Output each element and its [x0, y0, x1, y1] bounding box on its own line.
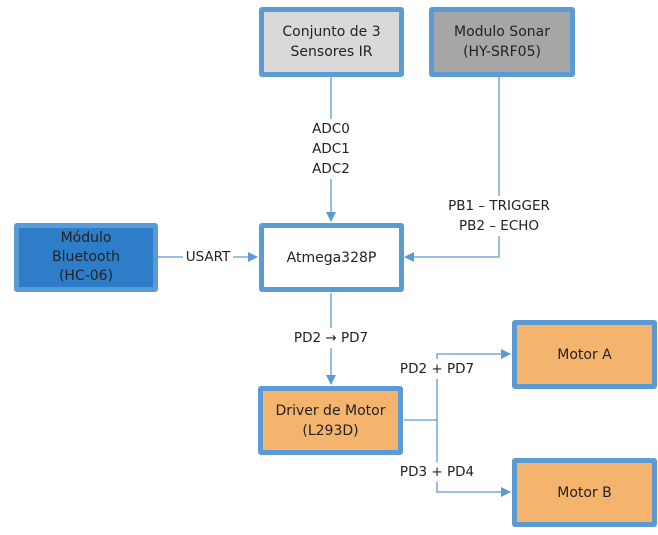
ir-line-2: Sensores IR: [290, 44, 373, 60]
sonar-module-block: Modulo Sonar (HY-SRF05): [429, 7, 575, 77]
bluetooth-line-1: Módulo: [60, 230, 112, 246]
atmega-mcu-block: Atmega328P: [259, 223, 404, 292]
motor-b-pins-label: PD3 + PD4: [397, 462, 477, 482]
mcu-driver-label: PD2 → PD7: [286, 328, 376, 348]
wire-driver-motor-a: [436, 349, 511, 420]
ir-sensors-block: Conjunto de 3 Sensores IR: [259, 7, 404, 77]
motor-b-block: Motor B: [512, 458, 657, 527]
trigger-label: PB1 – TRIGGER: [448, 198, 550, 214]
driver-line-1: Driver de Motor: [275, 402, 386, 419]
adc0-label: ADC0: [312, 121, 350, 137]
sonar-pins-label: PB1 – TRIGGER PB2 – ECHO: [436, 196, 562, 236]
motor-b-label: Motor B: [557, 484, 612, 501]
driver-line-2: (L293D): [302, 422, 359, 439]
motor-a-block: Motor A: [512, 320, 657, 389]
motor-a-pins-label: PD2 + PD7: [397, 359, 477, 379]
echo-label: PB2 – ECHO: [458, 218, 540, 234]
bluetooth-line-2: Bluetooth: [52, 249, 120, 265]
motor-driver-block: Driver de Motor (L293D): [258, 386, 403, 455]
adc2-label: ADC2: [312, 161, 350, 177]
bluetooth-line-3: (HC-06): [58, 268, 114, 284]
bluetooth-module-block: Módulo Bluetooth (HC-06): [14, 223, 158, 292]
mcu-label: Atmega328P: [286, 249, 377, 266]
ir-line-1: Conjunto de 3: [282, 24, 381, 40]
motor-a-label: Motor A: [557, 346, 612, 363]
wire-sonar-mcu: [404, 69, 504, 262]
wire-driver-motor-b: [436, 420, 511, 497]
sonar-line-2: (HY-SRF05): [463, 44, 541, 60]
usart-label: USART: [183, 247, 233, 267]
adc1-label: ADC1: [312, 141, 350, 157]
sonar-line-1: Modulo Sonar: [454, 24, 550, 40]
adc-label: ADC0 ADC1 ADC2: [300, 119, 362, 179]
